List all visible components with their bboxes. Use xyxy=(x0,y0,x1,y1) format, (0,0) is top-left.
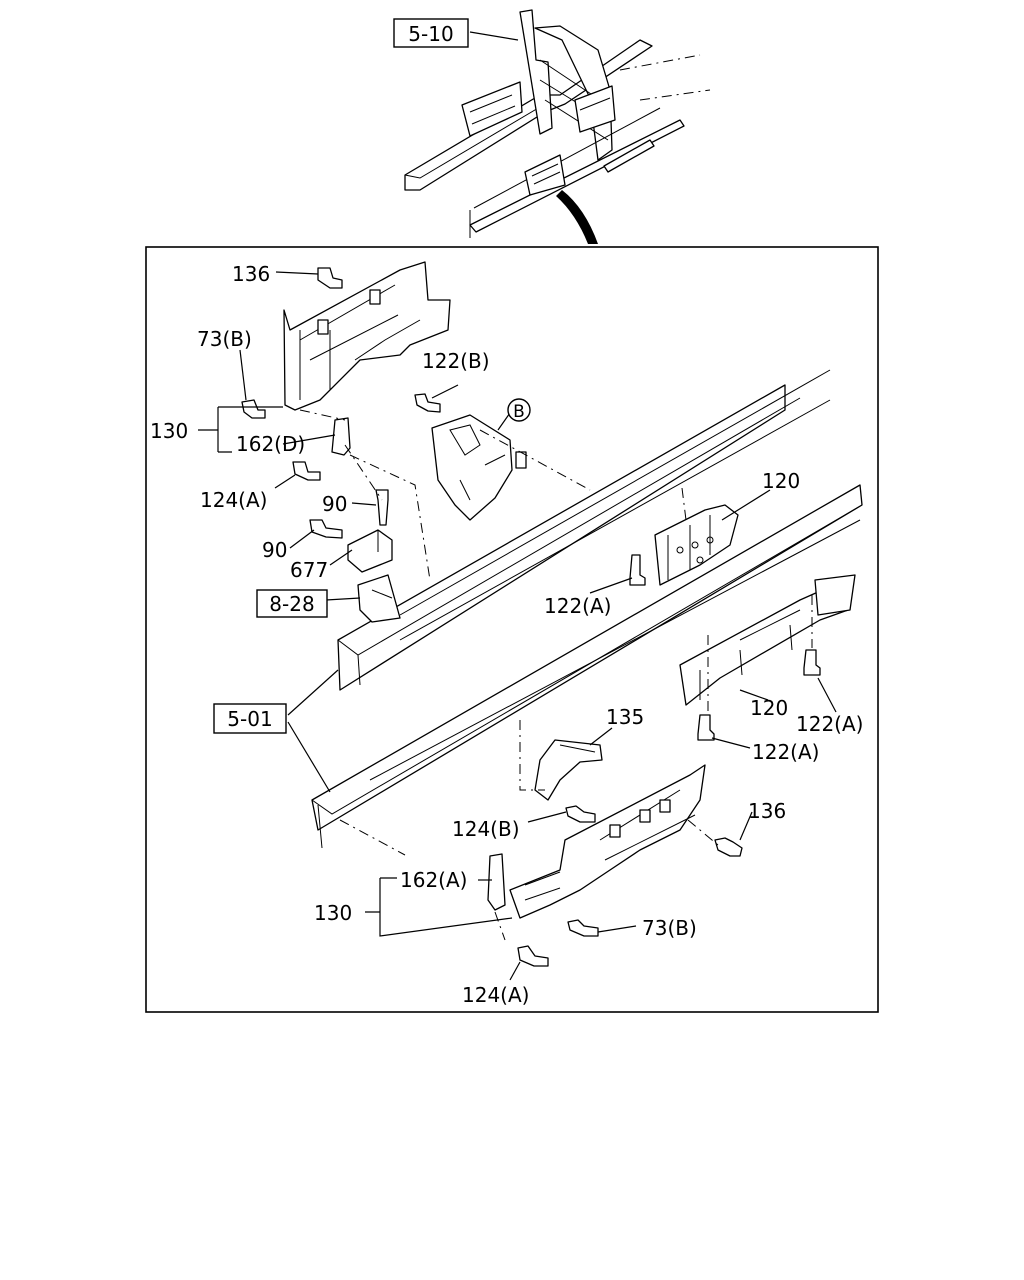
upper-mounting-bracket xyxy=(283,261,451,411)
clip-677 xyxy=(347,529,393,573)
part-8-28 xyxy=(357,574,401,623)
callout-122a-top: 122(A) xyxy=(544,594,611,618)
callout-136-bottom: 136 xyxy=(748,799,786,823)
callout-90-b: 90 xyxy=(262,538,287,562)
lower-mounting-bracket xyxy=(509,764,706,919)
ref-box-5-10[interactable]: 5-10 xyxy=(393,18,469,48)
callout-124a-top: 124(A) xyxy=(200,488,267,512)
callout-73b-top: 73(B) xyxy=(197,327,252,351)
callout-120-bottom: 120 xyxy=(750,696,788,720)
ref-box-8-28-label: 8-28 xyxy=(269,592,314,616)
installation-lines xyxy=(299,409,813,941)
callout-130-top: 130 xyxy=(150,419,188,443)
bracket-135 xyxy=(534,739,603,801)
callout-122b: 122(B) xyxy=(422,349,490,373)
bolt-icons xyxy=(241,267,821,967)
callout-90-a: 90 xyxy=(322,492,347,516)
bracket-b xyxy=(431,414,527,521)
callout-circle-b-label: B xyxy=(513,402,525,422)
callout-162d: 162(D) xyxy=(236,432,305,456)
ref-box-5-01[interactable]: 5-01 xyxy=(213,703,287,734)
callout-136-top: 136 xyxy=(232,262,270,286)
bracket-120-upper xyxy=(654,504,739,586)
callout-circle-b xyxy=(507,398,531,422)
ref-box-5-10-label: 5-10 xyxy=(408,22,453,46)
strap-162d xyxy=(331,417,351,456)
callout-124a-bottom: 124(A) xyxy=(462,983,529,1007)
ref-box-5-01-label: 5-01 xyxy=(227,707,272,731)
callout-677: 677 xyxy=(290,558,328,582)
callout-122a-bottom: 122(A) xyxy=(752,740,819,764)
strap-162a xyxy=(487,853,506,911)
lower-frame-rail xyxy=(311,484,863,849)
callout-124b: 124(B) xyxy=(452,817,520,841)
callout-162a: 162(A) xyxy=(400,868,467,892)
callout-135: 135 xyxy=(606,705,644,729)
callout-120-top: 120 xyxy=(762,469,800,493)
detail-frame xyxy=(145,246,879,1013)
callout-73b-bottom: 73(B) xyxy=(642,916,697,940)
overview-frame-illustration xyxy=(404,9,711,244)
leader-lines xyxy=(198,31,837,981)
callout-122a-right: 122(A) xyxy=(796,712,863,736)
ref-box-8-28[interactable]: 8-28 xyxy=(256,589,328,618)
upper-frame-rail xyxy=(337,369,831,691)
bracket-120-lower xyxy=(679,574,856,706)
callout-130-bottom: 130 xyxy=(314,901,352,925)
